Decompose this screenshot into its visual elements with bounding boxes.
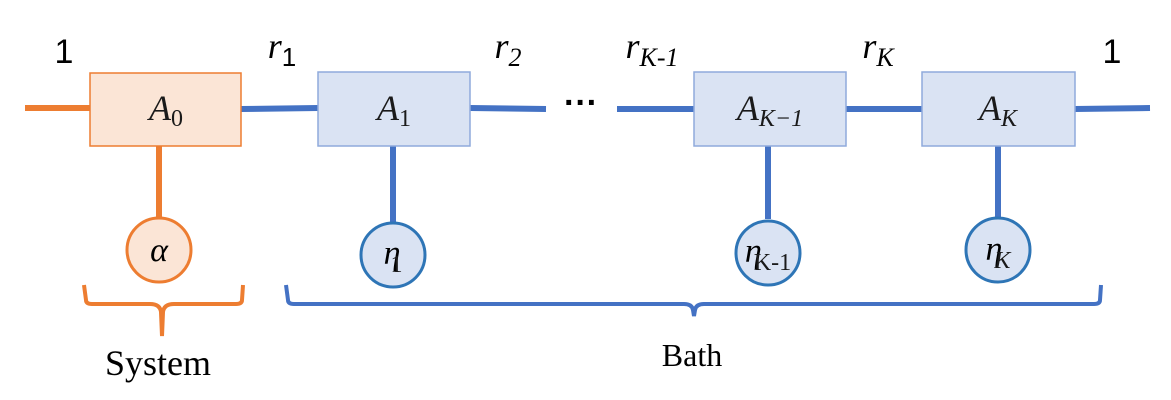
leg-circle-etaK: [964, 216, 1032, 284]
bond-label-rK: rK: [862, 26, 895, 72]
right-boundary-label: 1: [1103, 33, 1122, 71]
bath-label: Bath: [662, 337, 722, 373]
leg-label-etaK: ηK: [986, 231, 1013, 274]
leg-circle-eta1: [359, 221, 427, 289]
leg-label-etaK-1: ηK-1: [745, 233, 791, 276]
tensor-box-AK-1: [693, 71, 847, 147]
bond-label-r2: r2: [494, 26, 521, 72]
tensor-box-AK: [921, 71, 1076, 147]
leg-circle-etaK-1: [734, 219, 802, 287]
tensor-label-AK-1: AK−1: [735, 88, 803, 132]
left-boundary-label: 1: [55, 33, 74, 71]
bond-r1-line: [240, 105, 319, 112]
system-label: System: [105, 343, 211, 383]
tensor-box-A0: [89, 72, 242, 147]
bond-label-r1: r1: [268, 26, 296, 72]
leg-circle-alpha: [125, 216, 193, 284]
tensor-label-A0: A0: [147, 88, 183, 132]
leg-label-alpha: α: [150, 232, 169, 269]
leg-label-eta1: η1: [384, 235, 403, 278]
bond-label-rK-1: rK-1: [625, 26, 678, 72]
tensor-label-A1: A1: [375, 88, 411, 132]
tensor-label-AK: AK: [977, 88, 1019, 132]
system-brace: [82, 284, 245, 337]
bond-r2-line: [469, 105, 547, 112]
tensor-box-A1: [317, 71, 471, 147]
bath-brace: [284, 284, 1103, 317]
chain-ellipsis: ···: [564, 84, 598, 122]
right-boundary-bond: [1074, 105, 1151, 112]
